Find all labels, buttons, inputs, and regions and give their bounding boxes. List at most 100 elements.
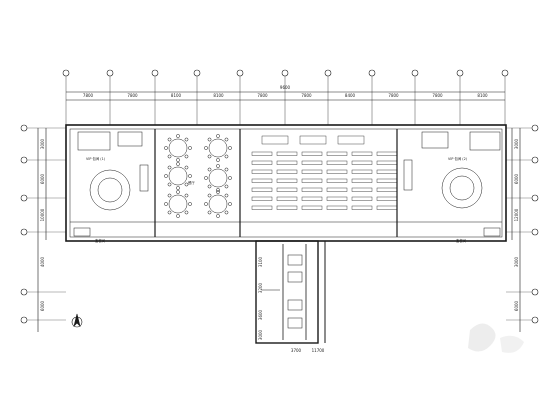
round-table bbox=[208, 194, 228, 214]
desk-row bbox=[251, 178, 273, 183]
top-bay-dimension: 7800 bbox=[388, 93, 399, 98]
right-span-dimension: 6000 bbox=[514, 173, 519, 184]
chair bbox=[216, 190, 220, 194]
chair bbox=[204, 202, 208, 206]
corridor-dimension: 3600 bbox=[258, 309, 263, 320]
chair bbox=[207, 167, 212, 172]
left-span-dimension: 10000 bbox=[40, 208, 45, 221]
desk-row bbox=[351, 178, 373, 183]
chair bbox=[164, 202, 168, 206]
desk-row bbox=[351, 196, 373, 201]
desk-row bbox=[276, 160, 298, 165]
chair bbox=[207, 193, 212, 198]
desk-row bbox=[326, 187, 348, 192]
right-hall-label: VIP 包间 (2) bbox=[448, 156, 468, 161]
desk-row bbox=[301, 169, 323, 174]
right-service-label: 备餐间 bbox=[456, 238, 467, 243]
chair bbox=[176, 214, 180, 218]
dining-label: 餐厅 bbox=[188, 180, 195, 185]
desk-row bbox=[301, 205, 323, 210]
axis-bubble bbox=[324, 69, 332, 77]
axis-bubble bbox=[20, 124, 28, 132]
sofa-set bbox=[77, 131, 111, 151]
right-span-dimension: 3000 bbox=[514, 138, 519, 149]
dining-room bbox=[164, 134, 232, 218]
chair bbox=[207, 137, 212, 142]
corridor-dimension: 3200 bbox=[258, 282, 263, 293]
chair bbox=[167, 165, 172, 170]
desk-row bbox=[351, 151, 373, 156]
chair bbox=[167, 210, 172, 215]
chair bbox=[207, 154, 212, 159]
left-span-dimension: 3000 bbox=[40, 138, 45, 149]
desk-row bbox=[376, 151, 398, 156]
top-bay-dimension: 7800 bbox=[432, 93, 443, 98]
axis-bubble bbox=[411, 69, 419, 77]
axis-bubble bbox=[20, 194, 28, 202]
desk-row bbox=[326, 205, 348, 210]
chair bbox=[188, 174, 192, 178]
desk-row bbox=[376, 196, 398, 201]
chair bbox=[207, 184, 212, 189]
chair bbox=[224, 184, 229, 189]
axis-bubble bbox=[193, 69, 201, 77]
desk-row bbox=[251, 169, 273, 174]
round-table bbox=[168, 138, 188, 158]
top-bay-dimension: 7800 bbox=[83, 93, 94, 98]
desk-row bbox=[301, 160, 323, 165]
desk-row bbox=[251, 205, 273, 210]
lazy-susan bbox=[97, 177, 123, 203]
desk-row bbox=[326, 196, 348, 201]
left-span-dimension: 6000 bbox=[40, 300, 45, 311]
desk-row bbox=[251, 196, 273, 201]
chair bbox=[216, 214, 220, 218]
desk-row bbox=[251, 160, 273, 165]
desk-row bbox=[326, 169, 348, 174]
desk-row bbox=[326, 178, 348, 183]
chair bbox=[207, 210, 212, 215]
desk-row bbox=[326, 160, 348, 165]
left-vip-hall bbox=[73, 131, 149, 237]
chair bbox=[216, 158, 220, 162]
right-span-dimension: 3000 bbox=[514, 256, 519, 267]
top-bay-dimension: 8100 bbox=[171, 93, 182, 98]
chair bbox=[224, 137, 229, 142]
chair bbox=[184, 154, 189, 159]
desk-row bbox=[301, 187, 323, 192]
chair bbox=[188, 202, 192, 206]
watermark-logo bbox=[468, 323, 524, 353]
top-overall-dimension: 9600 bbox=[280, 85, 291, 90]
bottom-dimension: 3700 bbox=[291, 348, 302, 353]
axis-bubble bbox=[531, 228, 539, 236]
axis-bubble bbox=[531, 124, 539, 132]
axis-bubble bbox=[281, 69, 289, 77]
desk-row bbox=[301, 151, 323, 156]
axis-bubble bbox=[20, 228, 28, 236]
side-cabinet bbox=[139, 164, 149, 192]
lounge-table bbox=[117, 131, 143, 147]
chair bbox=[176, 162, 180, 166]
desk-row bbox=[326, 151, 348, 156]
desk-row bbox=[276, 187, 298, 192]
round-table bbox=[168, 194, 188, 214]
desk-row bbox=[351, 205, 373, 210]
chair bbox=[167, 137, 172, 142]
restroom-fixtures bbox=[262, 254, 303, 329]
chair bbox=[176, 134, 180, 138]
axis-bubble bbox=[456, 69, 464, 77]
service-counter bbox=[73, 227, 91, 237]
round-table bbox=[208, 138, 228, 158]
round-table bbox=[208, 168, 228, 188]
lounge-table bbox=[421, 131, 449, 149]
axis-bubble bbox=[106, 69, 114, 77]
right-span-dimension: 12000 bbox=[514, 208, 519, 221]
top-bay-dimension: 8400 bbox=[345, 93, 356, 98]
meeting-hall-seating bbox=[251, 135, 398, 210]
top-bay-dimension: 7800 bbox=[127, 93, 138, 98]
chair bbox=[184, 193, 189, 198]
desk-row bbox=[351, 160, 373, 165]
desk-row bbox=[376, 187, 398, 192]
chair bbox=[164, 174, 168, 178]
chair bbox=[167, 193, 172, 198]
